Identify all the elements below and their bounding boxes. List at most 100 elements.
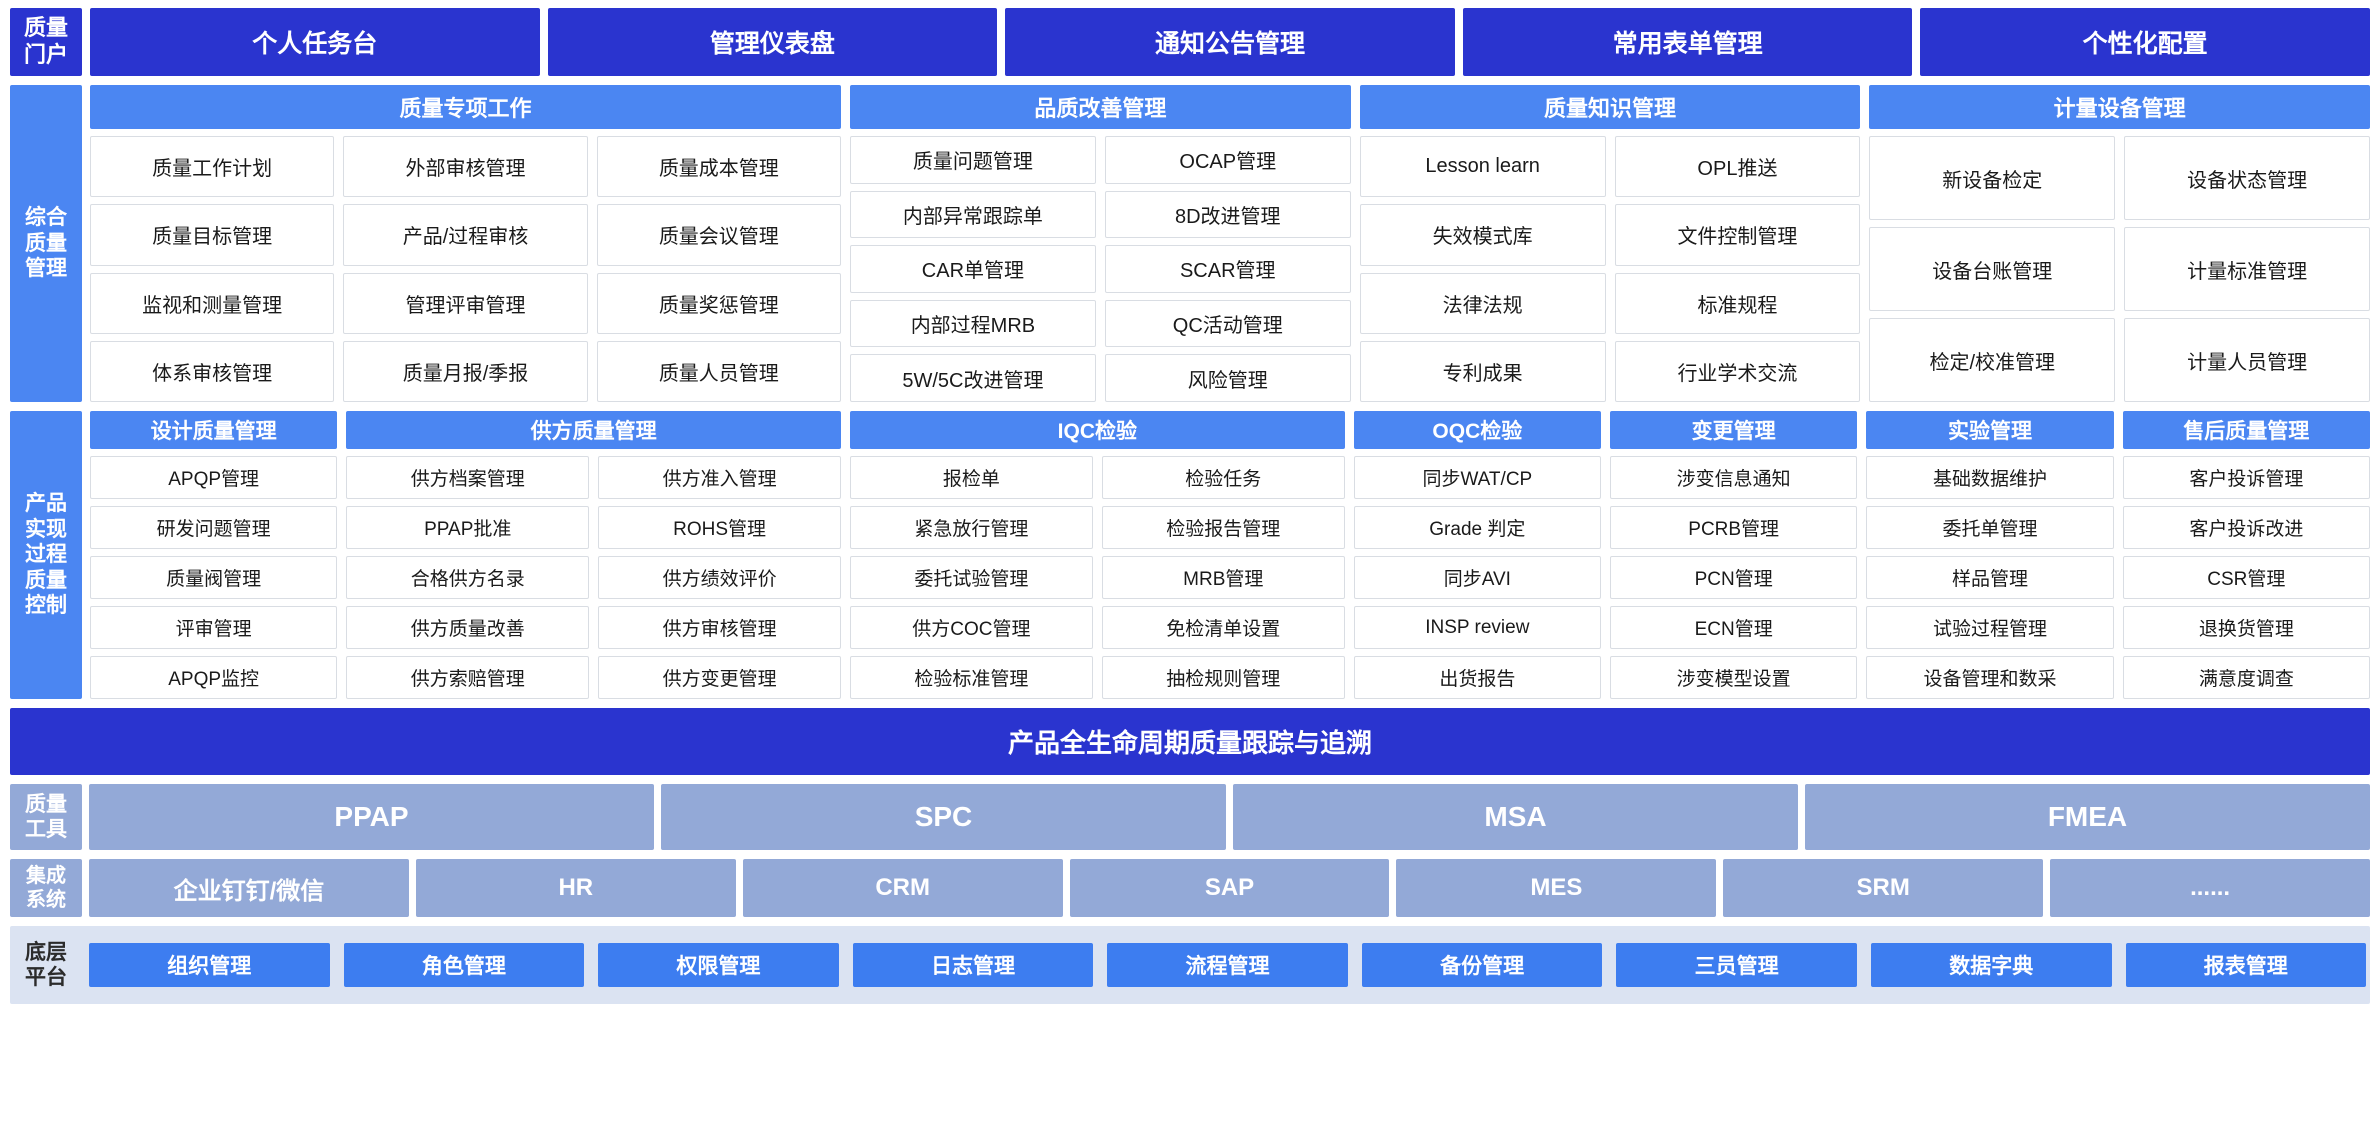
module-item[interactable]: 同步WAT/CP (1353, 456, 1601, 499)
module-item[interactable]: 供方变更管理 (598, 656, 842, 699)
module-item[interactable]: 客户投诉改进 (2122, 506, 2370, 549)
module-item[interactable]: 客户投诉管理 (2122, 456, 2370, 499)
module-item[interactable]: 出货报告 (1353, 656, 1601, 699)
module-item[interactable]: 失效模式库 (1359, 204, 1606, 266)
module-item[interactable]: MRB管理 (1101, 556, 1345, 599)
module-item[interactable]: 同步AVI (1353, 556, 1601, 599)
module-item[interactable]: 委托单管理 (1866, 506, 2114, 549)
platform-module-1[interactable]: 角色管理 (343, 943, 585, 987)
module-item[interactable]: 专利成果 (1359, 340, 1606, 402)
quality-tool-0[interactable]: PPAP (89, 784, 654, 850)
group-title[interactable]: 实验管理 (1866, 411, 2114, 449)
module-item[interactable]: 内部异常跟踪单 (850, 190, 1096, 239)
module-item[interactable]: ECN管理 (1610, 606, 1858, 649)
module-item[interactable]: 风险管理 (1104, 354, 1351, 402)
module-item[interactable]: Grade 判定 (1353, 506, 1601, 549)
portal-tile-4[interactable]: 个性化配置 (1920, 8, 2370, 76)
group-title[interactable]: 售后质量管理 (2122, 411, 2370, 449)
module-item[interactable]: SCAR管理 (1104, 245, 1351, 293)
module-item[interactable]: 管理评审管理 (343, 272, 588, 334)
module-item[interactable]: 外部审核管理 (343, 136, 588, 198)
module-item[interactable]: 标准规程 (1614, 272, 1861, 334)
platform-module-0[interactable]: 组织管理 (89, 943, 330, 987)
platform-module-4[interactable]: 流程管理 (1107, 943, 1348, 987)
integration-system-6[interactable]: ...... (2050, 859, 2371, 917)
module-item[interactable]: OPL推送 (1614, 136, 1861, 198)
module-item[interactable]: 检验标准管理 (850, 656, 1093, 699)
module-item[interactable]: 基础数据维护 (1866, 456, 2114, 499)
module-item[interactable]: 免检清单设置 (1101, 606, 1345, 649)
module-item[interactable]: 体系审核管理 (90, 340, 335, 402)
module-item[interactable]: 样品管理 (1866, 556, 2114, 599)
module-item[interactable]: 供方COC管理 (850, 606, 1093, 649)
module-item[interactable]: 质量工作计划 (90, 136, 335, 198)
integration-system-0[interactable]: 企业钉钉/微信 (89, 859, 409, 917)
module-item[interactable]: 监视和测量管理 (90, 272, 335, 334)
module-item[interactable]: 质量问题管理 (850, 136, 1096, 184)
module-item[interactable]: 法律法规 (1359, 272, 1606, 334)
module-item[interactable]: 报检单 (850, 456, 1093, 499)
module-item[interactable]: 设备台账管理 (1869, 227, 2116, 311)
module-item[interactable]: 供方档案管理 (346, 456, 590, 499)
group-title[interactable]: 计量设备管理 (1869, 85, 2371, 129)
integration-system-2[interactable]: CRM (742, 859, 1063, 917)
group-title[interactable]: 变更管理 (1610, 411, 1858, 449)
module-item[interactable]: 试验过程管理 (1866, 606, 2114, 649)
platform-module-8[interactable]: 报表管理 (2125, 943, 2367, 987)
group-title[interactable]: 质量知识管理 (1359, 85, 1861, 129)
platform-module-6[interactable]: 三员管理 (1616, 943, 1857, 987)
platform-module-5[interactable]: 备份管理 (1361, 943, 1603, 987)
module-item[interactable]: 检验报告管理 (1101, 506, 1345, 549)
module-item[interactable]: 新设备检定 (1869, 136, 2116, 220)
module-item[interactable]: 质量成本管理 (596, 136, 841, 198)
module-item[interactable]: 计量人员管理 (2124, 318, 2371, 402)
module-item[interactable]: 供方准入管理 (598, 456, 842, 499)
portal-tile-1[interactable]: 管理仪表盘 (547, 8, 998, 76)
module-item[interactable]: 供方质量改善 (346, 606, 590, 649)
module-item[interactable]: 计量标准管理 (2124, 227, 2371, 311)
module-item[interactable]: ROHS管理 (598, 506, 842, 549)
module-item[interactable]: Lesson learn (1359, 136, 1606, 198)
module-item[interactable]: 退换货管理 (2122, 606, 2370, 649)
portal-tile-2[interactable]: 通知公告管理 (1005, 8, 1455, 76)
platform-module-3[interactable]: 日志管理 (852, 943, 1094, 987)
module-item[interactable]: 5W/5C改进管理 (850, 354, 1096, 402)
module-item[interactable]: 研发问题管理 (90, 506, 338, 549)
module-item[interactable]: 质量奖惩管理 (596, 272, 841, 334)
module-item[interactable]: 质量月报/季报 (343, 340, 588, 402)
module-item[interactable]: APQP管理 (90, 456, 338, 499)
module-item[interactable]: QC活动管理 (1104, 299, 1351, 348)
integration-system-3[interactable]: SAP (1069, 859, 1390, 917)
integration-system-1[interactable]: HR (415, 859, 736, 917)
module-item[interactable]: 供方绩效评价 (598, 556, 842, 599)
module-item[interactable]: 内部过程MRB (850, 299, 1096, 348)
platform-module-2[interactable]: 权限管理 (598, 943, 839, 987)
module-item[interactable]: PCN管理 (1610, 556, 1858, 599)
quality-tool-3[interactable]: FMEA (1805, 784, 2370, 850)
module-item[interactable]: CSR管理 (2122, 556, 2370, 599)
platform-module-7[interactable]: 数据字典 (1870, 943, 2112, 987)
module-item[interactable]: INSP review (1353, 606, 1601, 649)
group-title[interactable]: IQC检验 (850, 411, 1345, 449)
module-item[interactable]: 文件控制管理 (1614, 204, 1861, 266)
module-item[interactable]: 8D改进管理 (1104, 190, 1351, 239)
group-title[interactable]: OQC检验 (1353, 411, 1601, 449)
quality-tool-2[interactable]: MSA (1233, 784, 1798, 850)
module-item[interactable]: 供方索赔管理 (346, 656, 590, 699)
module-item[interactable]: 满意度调查 (2122, 656, 2370, 699)
module-item[interactable]: 检定/校准管理 (1869, 318, 2116, 402)
module-item[interactable]: 检验任务 (1101, 456, 1345, 499)
quality-tool-1[interactable]: SPC (661, 784, 1226, 850)
module-item[interactable]: 设备管理和数采 (1866, 656, 2114, 699)
module-item[interactable]: 质量人员管理 (596, 340, 841, 402)
integration-system-5[interactable]: SRM (1723, 859, 2044, 917)
module-item[interactable]: 评审管理 (90, 606, 338, 649)
module-item[interactable]: 质量目标管理 (90, 204, 335, 266)
module-item[interactable]: 质量会议管理 (596, 204, 841, 266)
module-item[interactable]: PPAP批准 (346, 506, 590, 549)
module-item[interactable]: 委托试验管理 (850, 556, 1093, 599)
module-item[interactable]: 涉变模型设置 (1610, 656, 1858, 699)
integration-system-4[interactable]: MES (1396, 859, 1717, 917)
module-item[interactable]: 紧急放行管理 (850, 506, 1093, 549)
module-item[interactable]: 行业学术交流 (1614, 340, 1861, 402)
